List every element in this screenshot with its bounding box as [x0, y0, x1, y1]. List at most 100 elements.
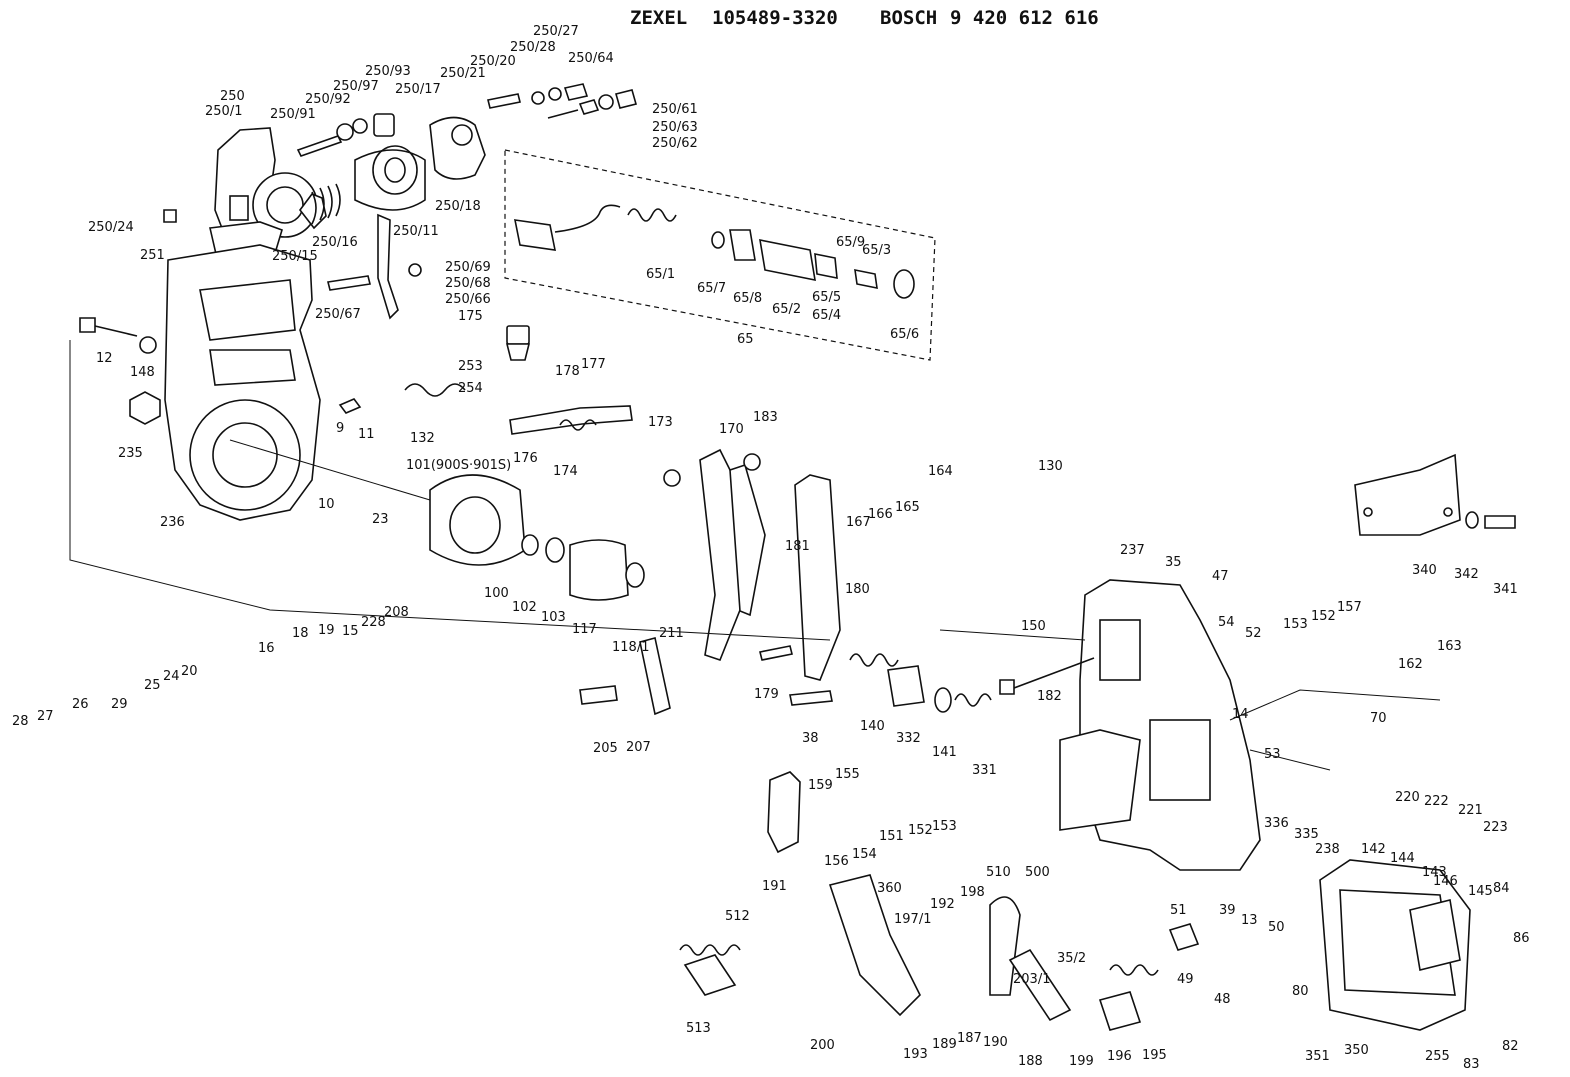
- part-label: 165: [895, 500, 920, 515]
- part-label: 65/3: [862, 243, 891, 258]
- part-label: 83: [1463, 1057, 1480, 1072]
- part-label: 15: [342, 624, 359, 639]
- part-label: 148: [130, 365, 155, 380]
- part-label: 181: [785, 539, 810, 554]
- part-label: 100: [484, 586, 509, 601]
- part-label: 250/28: [510, 40, 556, 55]
- part-label: 65/5: [812, 290, 841, 305]
- part-label: 223: [1483, 820, 1508, 835]
- part-label: 236: [160, 515, 185, 530]
- part-label: 250/63: [652, 120, 698, 135]
- part-label: 188: [1018, 1054, 1043, 1069]
- part-label: 179: [754, 687, 779, 702]
- part-label: 51: [1170, 903, 1187, 918]
- part-label: 254: [458, 381, 483, 396]
- part-label: 14: [1232, 707, 1249, 722]
- part-label: 47: [1212, 569, 1229, 584]
- part-label: 342: [1454, 567, 1479, 582]
- part-label: 250/66: [445, 292, 491, 307]
- part-label: 250/11: [393, 224, 439, 239]
- part-label: 250/27: [533, 24, 579, 39]
- part-label: 250/93: [365, 64, 411, 79]
- part-label: 193: [903, 1047, 928, 1062]
- part-label: 65/6: [890, 327, 919, 342]
- part-label: 351: [1305, 1049, 1330, 1064]
- part-label: 84: [1493, 881, 1510, 896]
- part-label: 49: [1177, 972, 1194, 987]
- part-label: 157: [1337, 600, 1362, 615]
- part-label: 173: [648, 415, 673, 430]
- lever-group: [579, 448, 841, 716]
- part-label: 152: [908, 823, 933, 838]
- part-label: 29: [111, 697, 128, 712]
- part-label: 228: [361, 615, 386, 630]
- part-label: 187: [957, 1031, 982, 1046]
- part-label: 250/67: [315, 307, 361, 322]
- part-label: 130: [1038, 459, 1063, 474]
- part-label: 118/1: [612, 640, 649, 655]
- part-label: 18: [292, 626, 309, 641]
- part-label: 11: [358, 427, 375, 442]
- pump-mechanism: [338, 325, 645, 601]
- part-label: 19: [318, 623, 335, 638]
- injection-line-group: [513, 204, 915, 299]
- part-label: 255: [1425, 1049, 1450, 1064]
- part-label: 150: [1021, 619, 1046, 634]
- governor-cover-assembly: [163, 83, 637, 320]
- part-label: 65/9: [836, 235, 865, 250]
- part-label: 132: [410, 431, 435, 446]
- part-label: 166: [868, 507, 893, 522]
- part-label: 159: [808, 778, 833, 793]
- part-label: 50: [1268, 920, 1285, 935]
- part-label: 340: [1412, 563, 1437, 578]
- part-label: 500: [1025, 865, 1050, 880]
- part-label: 250/64: [568, 51, 614, 66]
- line-art: [69, 83, 1516, 1031]
- part-label: 250/18: [435, 199, 481, 214]
- part-label: 27: [37, 709, 54, 724]
- part-label: 512: [725, 909, 750, 924]
- title-number-1: 105489-3320: [712, 7, 838, 29]
- part-label: 39: [1219, 903, 1236, 918]
- part-label: 65/1: [646, 267, 675, 282]
- part-label: 155: [835, 767, 860, 782]
- part-label: 65: [737, 332, 754, 347]
- part-label: 250/16: [312, 235, 358, 250]
- part-label: 189: [932, 1037, 957, 1052]
- part-label: 250/97: [333, 79, 379, 94]
- part-label: 250/17: [395, 82, 441, 97]
- part-label: 250/92: [305, 92, 351, 107]
- part-label: 207: [626, 740, 651, 755]
- part-label: 12: [96, 351, 113, 366]
- part-label: 178: [555, 364, 580, 379]
- part-label: 65/8: [733, 291, 762, 306]
- part-label: 176: [513, 451, 538, 466]
- part-label: 20: [181, 664, 198, 679]
- part-label: 238: [1315, 842, 1340, 857]
- part-label: 103: [541, 610, 566, 625]
- spring-sleeve-group: [789, 653, 992, 713]
- diagram-title: ZEXEL 105489-3320 BOSCH 9 420 612 616: [630, 7, 1099, 29]
- part-label: 28: [12, 714, 29, 729]
- part-label: 222: [1424, 794, 1449, 809]
- part-label: 82: [1502, 1039, 1519, 1054]
- part-label: 208: [384, 605, 409, 620]
- part-label: 145: [1468, 884, 1493, 899]
- part-label: 180: [845, 582, 870, 597]
- part-label: 335: [1294, 827, 1319, 842]
- part-label: 9: [336, 421, 344, 436]
- part-label: 221: [1458, 803, 1483, 818]
- part-label: 117: [572, 622, 597, 637]
- part-label: 350: [1344, 1043, 1369, 1058]
- part-label: 195: [1142, 1048, 1167, 1063]
- end-cover: [1319, 859, 1471, 1031]
- part-label: 142: [1361, 842, 1386, 857]
- governor-housing: [999, 579, 1261, 871]
- part-label: 164: [928, 464, 953, 479]
- part-label: 250/69: [445, 260, 491, 275]
- part-label: 53: [1264, 747, 1281, 762]
- part-label: 25: [144, 678, 161, 693]
- title-maker-1: ZEXEL: [630, 7, 687, 29]
- part-label: 86: [1513, 931, 1530, 946]
- part-label: 251: [140, 248, 165, 263]
